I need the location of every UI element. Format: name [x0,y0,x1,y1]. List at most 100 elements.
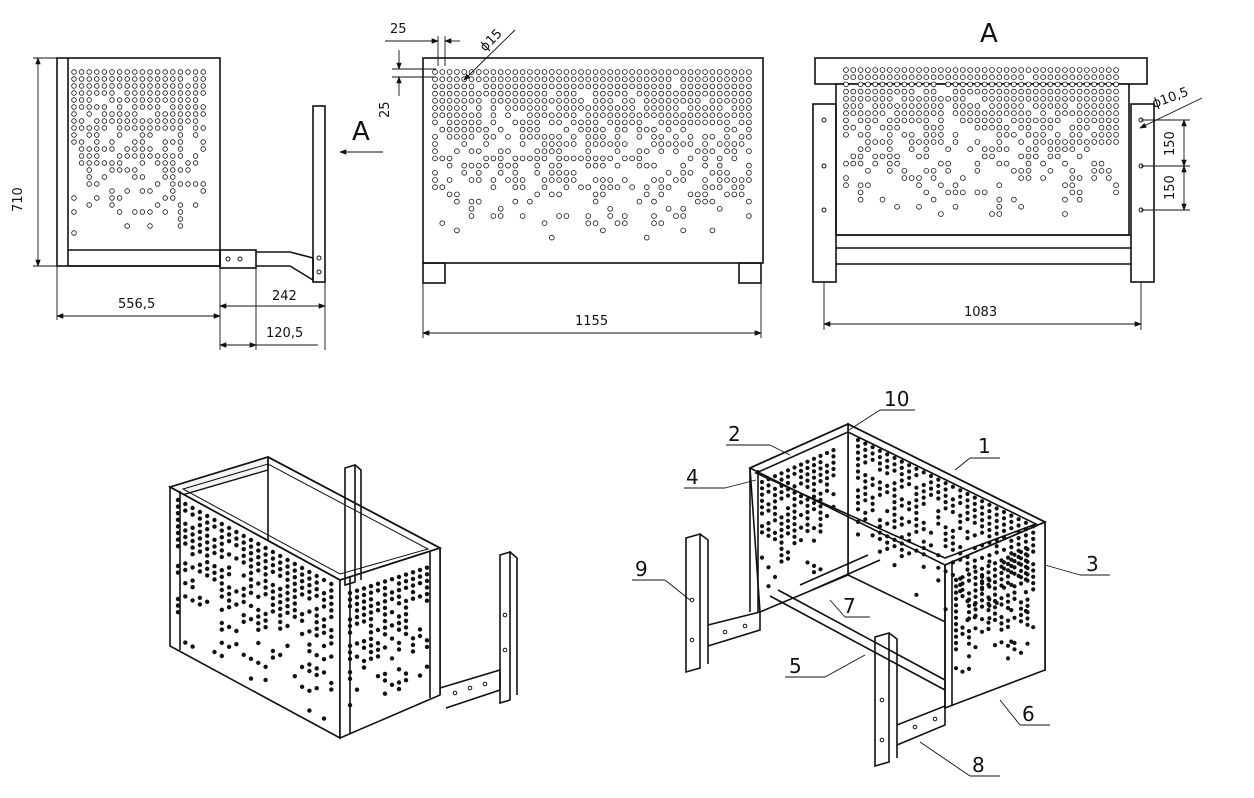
perforation-hole [468,162,475,169]
perforation-hole [94,104,100,110]
perforation-hole [205,527,210,532]
perforation-hole [563,90,570,97]
perforation-hole [1069,175,1076,181]
perforation-hole [766,489,771,494]
perforation-hole [548,76,555,82]
perforation-hole [1003,146,1010,153]
perforation-hole [870,445,875,450]
perforation-hole [992,586,998,591]
perforation-hole [86,104,92,110]
perforation-hole [665,83,672,90]
perforation-hole [170,90,176,96]
perforation-hole [731,184,738,191]
perforation-hole [600,83,606,90]
perforation-hole [1018,67,1024,73]
perforation-hole [1009,582,1014,588]
perforation-hole [936,477,941,482]
perforation-hole [101,160,108,166]
perforation-hole [857,189,864,196]
perforation-hole [190,578,195,583]
perforation-hole [219,594,224,599]
perforation-hole [132,139,138,145]
perforation-hole [248,551,254,556]
perforation-hole [1106,81,1112,88]
perforation-hole [1062,88,1068,95]
perforation-hole [974,117,981,124]
perforation-hole [563,177,570,183]
perforation-hole [1084,81,1090,88]
perforation-hole [643,83,650,90]
perforation-hole [759,555,765,560]
perforation-hole [936,521,941,526]
perforation-hole [746,126,752,133]
perforation-hole [901,96,908,102]
perforation-hole [101,76,108,82]
perforation-hole [212,550,217,556]
perforation-hole [831,448,836,453]
perforation-hole [461,119,468,126]
perforation-hole [950,541,956,546]
perforation-hole [1012,640,1017,646]
perforation-hole [986,570,991,575]
perforation-hole [361,658,367,664]
perforation-hole [1106,117,1112,124]
perforation-hole [248,676,254,681]
perforation-hole [1040,117,1046,124]
perforation-hole [170,181,176,187]
perforation-hole [989,67,995,73]
perforation-hole [999,640,1004,645]
perforation-hole [219,554,224,560]
perforation-hole [953,577,959,583]
perforation-hole [432,105,438,111]
perforation-hole [147,146,153,152]
perforation-hole [439,184,446,191]
perforation-hole [1047,96,1054,102]
perforation-hole [936,483,941,488]
perforation-hole [368,649,374,655]
perforation-hole [183,521,188,526]
perforation-hole [805,459,810,464]
perforation-hole [916,182,922,189]
perforation-hole [805,478,810,483]
perforation-hole [475,126,482,133]
perforation-hole [952,88,959,95]
perforation-hole [665,112,672,118]
perforation-hole [396,620,402,626]
perforation-hole [1025,132,1032,138]
perforation-hole [1047,124,1054,131]
perforation-hole [885,458,890,463]
perforation-hole [585,213,592,219]
perforation-hole [877,536,883,542]
perforation-hole [658,112,665,118]
perforation-hole [578,184,584,191]
perforation-hole [1076,96,1083,102]
perforation-hole [292,601,297,606]
perforation-hole [1003,74,1010,80]
perforation-hole [923,117,930,124]
perforation-hole [885,471,890,476]
perforation-hole [226,525,232,531]
perforation-hole [321,597,327,602]
perforation-hole [432,155,438,162]
perforation-hole [958,545,963,550]
perforation-hole [877,492,883,497]
perforation-hole [299,572,305,577]
perforation-hole [461,90,468,97]
perforation-hole [94,118,100,124]
perforation-hole [1098,132,1105,138]
perforation-hole [519,90,526,97]
perforation-hole [185,83,191,89]
perforation-hole [219,587,224,593]
perforation-hole [805,465,810,471]
perforation-hole [950,528,956,534]
callouts: 10 2 1 4 3 9 7 5 6 8 [632,387,1110,777]
perforation-hole [600,162,606,169]
perforation-hole [361,665,367,670]
perforation-hole [170,118,176,124]
perforation-hole [226,624,232,630]
perforation-hole [759,486,765,491]
perforation-hole [403,572,409,577]
perforation-hole [219,653,224,659]
perforation-hole [132,90,138,96]
perforation-hole [629,98,635,104]
